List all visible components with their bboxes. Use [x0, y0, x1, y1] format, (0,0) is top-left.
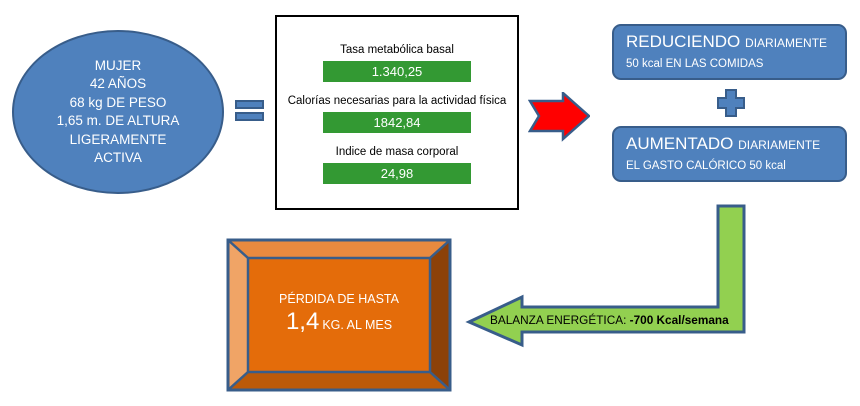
action-title-suffix: DIARIAMENTE: [738, 138, 821, 152]
action-box-reduce-intake: REDUCIENDO DIARIAMENTE 50 kcal EN LAS CO…: [612, 24, 847, 80]
metric-label-activity-calories: Calorías necesarias para la actividad fí…: [287, 95, 507, 107]
profile-circle: MUJER 42 AÑOS 68 kg DE PESO 1,65 m. DE A…: [12, 30, 224, 194]
action-box-increase-expenditure: AUMENTADO DIARIAMENTE EL GASTO CALÓRICO …: [612, 126, 847, 182]
action-title: AUMENTADO: [626, 134, 734, 153]
profile-line: 68 kg DE PESO: [69, 94, 167, 110]
profile-line: 42 AÑOS: [89, 76, 147, 91]
metrics-panel: Tasa metabólica basal 1.340,25 Calorías …: [275, 15, 519, 210]
metric-value-bmi: 24,98: [323, 163, 471, 184]
result-heading: PÉRDIDA DE HASTA: [279, 292, 399, 306]
profile-line: 1,65 m. DE ALTURA: [56, 113, 180, 128]
action-subtitle: 50 kcal EN LAS COMIDAS: [626, 58, 764, 70]
result-bevel-box: [226, 238, 452, 392]
energy-balance-text: BALANZA ENERGÉTICA:: [490, 313, 630, 327]
profile-line: ACTIVA: [94, 150, 142, 165]
result-amount: 1,4: [285, 308, 320, 335]
result-text: PÉRDIDA DE HASTA 1,4 KG. AL MES: [246, 256, 432, 372]
metric-value-activity-calories: 1842,84: [323, 112, 471, 133]
energy-balance-value: -700 Kcal/semana: [629, 313, 729, 327]
energy-balance-label: BALANZA ENERGÉTICA: -700 Kcal/semana: [490, 313, 752, 327]
profile-line: LIGERAMENTE: [69, 131, 167, 147]
green-bent-arrow-icon: [465, 204, 746, 348]
metric-value-bmr: 1.340,25: [323, 61, 471, 82]
action-title: REDUCIENDO: [626, 32, 741, 51]
red-right-arrow-icon: [528, 92, 590, 142]
profile-line: MUJER: [94, 57, 142, 73]
plus-icon: [717, 89, 745, 117]
action-title-suffix: DIARIAMENTE: [745, 36, 828, 50]
result-unit: KG. AL MES: [322, 318, 393, 332]
action-subtitle: EL GASTO CALÓRICO 50 kcal: [626, 160, 786, 172]
metric-label-bmr: Tasa metabólica basal: [340, 44, 454, 56]
metric-label-bmi: Indice de masa corporal: [335, 146, 459, 158]
